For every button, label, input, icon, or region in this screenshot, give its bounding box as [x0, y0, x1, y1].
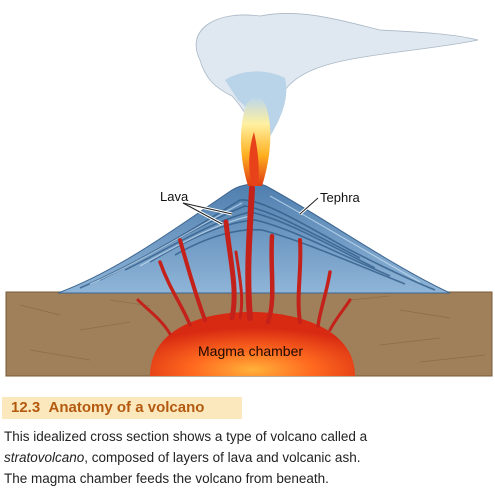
tephra-label: Tephra — [320, 190, 360, 205]
eruption-plume — [195, 13, 479, 186]
caption-line-1: This idealized cross section shows a typ… — [4, 429, 368, 444]
lava-label: Lava — [160, 189, 189, 204]
caption-title-bar — [2, 397, 242, 419]
caption-line-3: The magma chamber feeds the volcano from… — [4, 471, 329, 486]
caption-line-2-rest: , composed of layers of lava and volcani… — [84, 450, 361, 465]
figure-caption-title: 12.3 Anatomy of a volcano — [11, 399, 204, 416]
magma-chamber-label: Magma chamber — [198, 343, 304, 359]
magma-chamber — [150, 312, 355, 376]
figure-title: Anatomy of a volcano — [48, 399, 205, 416]
caption-term: stratovolcano — [4, 450, 85, 465]
figure-number: 12.3 — [11, 399, 41, 416]
caption-line-2: stratovolcano, composed of layers of lav… — [4, 447, 484, 468]
figure-caption-text: This idealized cross section shows a typ… — [4, 426, 484, 489]
lava-conduits — [136, 185, 352, 336]
volcano-diagram — [5, 13, 493, 377]
